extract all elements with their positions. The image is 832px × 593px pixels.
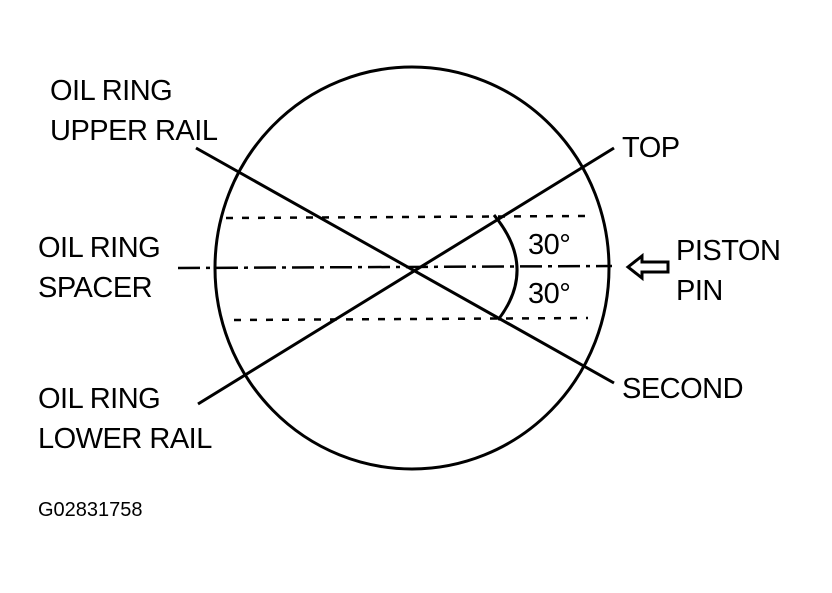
figure-id: G02831758 — [38, 499, 143, 521]
label-piston-pin-1: PISTON — [676, 235, 780, 267]
upper-rail-second-line — [195, 146, 615, 385]
label-oil-ring-lower-rail-1: OIL RING — [38, 383, 160, 415]
piston-pin-arrow-icon — [625, 252, 670, 282]
label-oil-ring-upper-rail-2: UPPER RAIL — [50, 115, 218, 147]
label-piston-pin-2: PIN — [676, 275, 723, 307]
label-oil-ring-spacer-2: SPACER — [38, 272, 152, 304]
piston-outline — [213, 65, 611, 471]
label-second: SECOND — [622, 373, 743, 405]
piston-pin-axis — [177, 264, 613, 270]
lower-dashed-line — [233, 316, 589, 322]
lower-rail-top-line — [197, 146, 615, 406]
label-top: TOP — [622, 132, 680, 164]
angle-arc — [492, 214, 519, 321]
label-oil-ring-spacer-1: OIL RING — [38, 232, 160, 264]
upper-dashed-line — [225, 214, 587, 220]
label-oil-ring-lower-rail-2: LOWER RAIL — [38, 423, 212, 455]
label-angle-upper: 30° — [528, 229, 570, 261]
label-oil-ring-upper-rail-1: OIL RING — [50, 75, 172, 107]
label-angle-lower: 30° — [528, 278, 570, 310]
